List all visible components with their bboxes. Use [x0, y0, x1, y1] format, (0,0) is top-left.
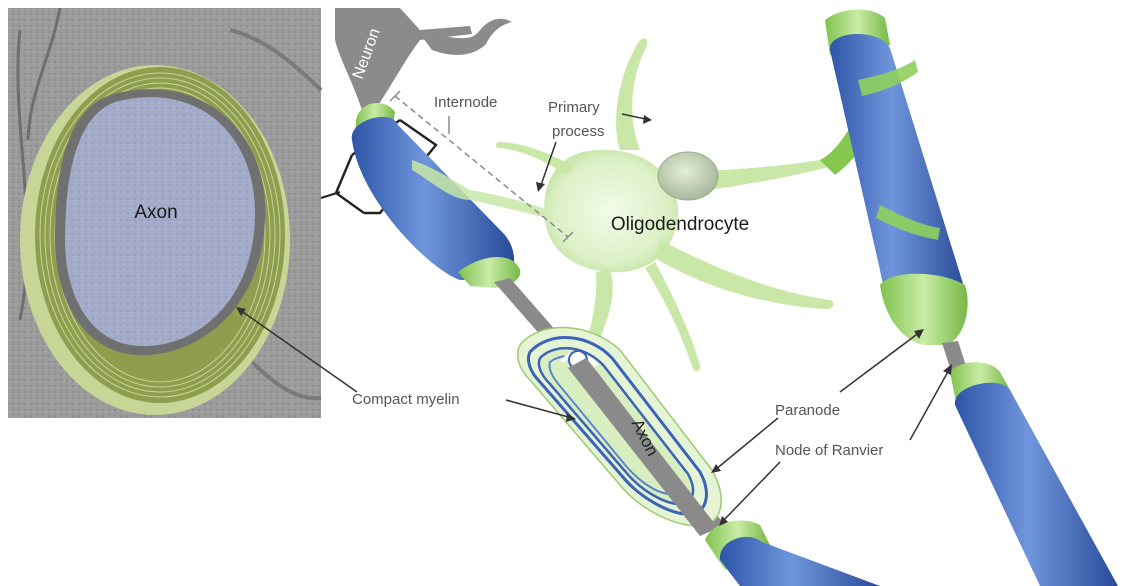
nucleus [658, 152, 718, 200]
myelin-segment-bottom [705, 520, 880, 586]
paranode-right [880, 274, 968, 345]
compact-myelin-label: Compact myelin [352, 391, 460, 408]
paranode-label: Paranode [775, 402, 840, 419]
primary-process-label-line2: process [552, 123, 605, 140]
node-of-ranvier-annotation: Node of Ranvier [719, 364, 952, 526]
micrograph-panel: Axon [8, 8, 321, 418]
myelin-segment-left [352, 103, 560, 288]
oligodendrocyte-label: Oligodendrocyte [611, 214, 749, 235]
node-of-ranvier-label: Node of Ranvier [775, 442, 883, 459]
primary-process-label-line1: Primary [548, 99, 600, 116]
oligodendrocyte: Oligodendrocyte [496, 38, 880, 375]
axon-micrograph-label: Axon [134, 202, 177, 223]
internode-label: Internode [434, 94, 497, 111]
myelin-segment-right-upper [825, 10, 968, 345]
myelin-segment-right-lower [950, 362, 1118, 586]
